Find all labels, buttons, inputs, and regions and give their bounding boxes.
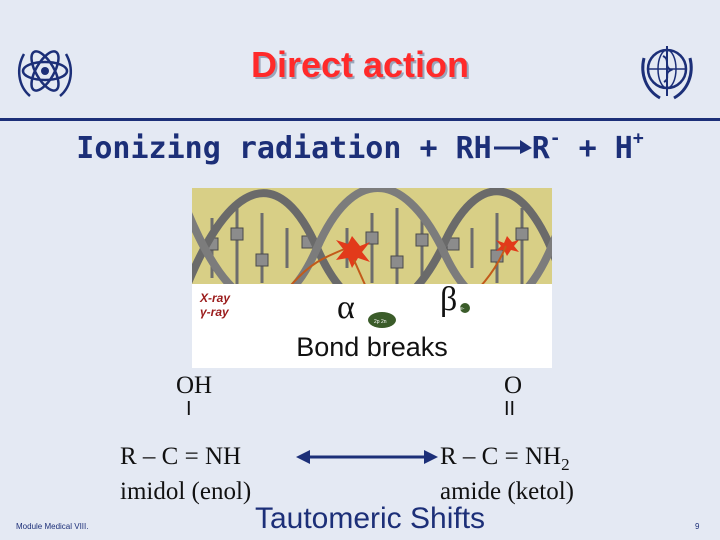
- page-number: 9: [695, 522, 700, 531]
- xray-label: X-ray: [199, 291, 231, 305]
- reaction-reactant: Ionizing radiation + RH: [76, 131, 492, 166]
- r-charge: -: [549, 128, 561, 149]
- electron-icon: [460, 303, 470, 313]
- electron-label: e-: [460, 306, 465, 312]
- alpha-symbol: α: [337, 289, 355, 326]
- imidol-oh: OH: [176, 372, 213, 399]
- imidol-name: imidol (enol): [120, 478, 252, 505]
- reaction-plus-h: + H: [560, 131, 633, 166]
- reaction-arrow-icon: [493, 140, 532, 154]
- who-emblem-icon: [641, 46, 693, 100]
- bond-breaks-caption: Bond breaks: [296, 332, 448, 362]
- imidol-single-bond: I: [186, 398, 192, 420]
- alpha-particle-icon: [368, 312, 396, 328]
- amide-formula-base: R – C = NH: [440, 443, 562, 470]
- double-arrow-icon: [296, 450, 438, 464]
- amide-double-bond: II: [504, 398, 516, 420]
- iaea-atom-icon: [17, 50, 73, 97]
- amide-formula-subscript: 2: [561, 455, 570, 474]
- amide-formula: R – C = NH2: [440, 443, 570, 475]
- imidol-formula: R – C = NH: [120, 443, 242, 470]
- gamma-ray-label: γ-ray: [200, 305, 230, 319]
- page-title: Direct action: [250, 44, 470, 85]
- reaction-product-r: R: [531, 131, 550, 166]
- tautomeric-shifts-label: Tautomeric Shifts: [254, 502, 486, 535]
- dna-helix-graphic: X-ray γ-ray α β 2p 2n e-: [178, 184, 566, 328]
- title-underline: [0, 118, 720, 121]
- dna-illustration: X-ray γ-ray α β 2p 2n e-: [178, 184, 566, 368]
- alpha-particle-label: 2p 2n: [374, 319, 387, 325]
- amide-name: amide (ketol): [440, 478, 574, 505]
- module-footer: Module Medical VIII.: [16, 522, 89, 531]
- h-charge: +: [632, 128, 644, 149]
- beta-symbol: β: [440, 281, 457, 318]
- amide-oxygen: O: [504, 372, 523, 399]
- reaction-equation: Ionizing radiation + RH R- + H+: [0, 128, 720, 166]
